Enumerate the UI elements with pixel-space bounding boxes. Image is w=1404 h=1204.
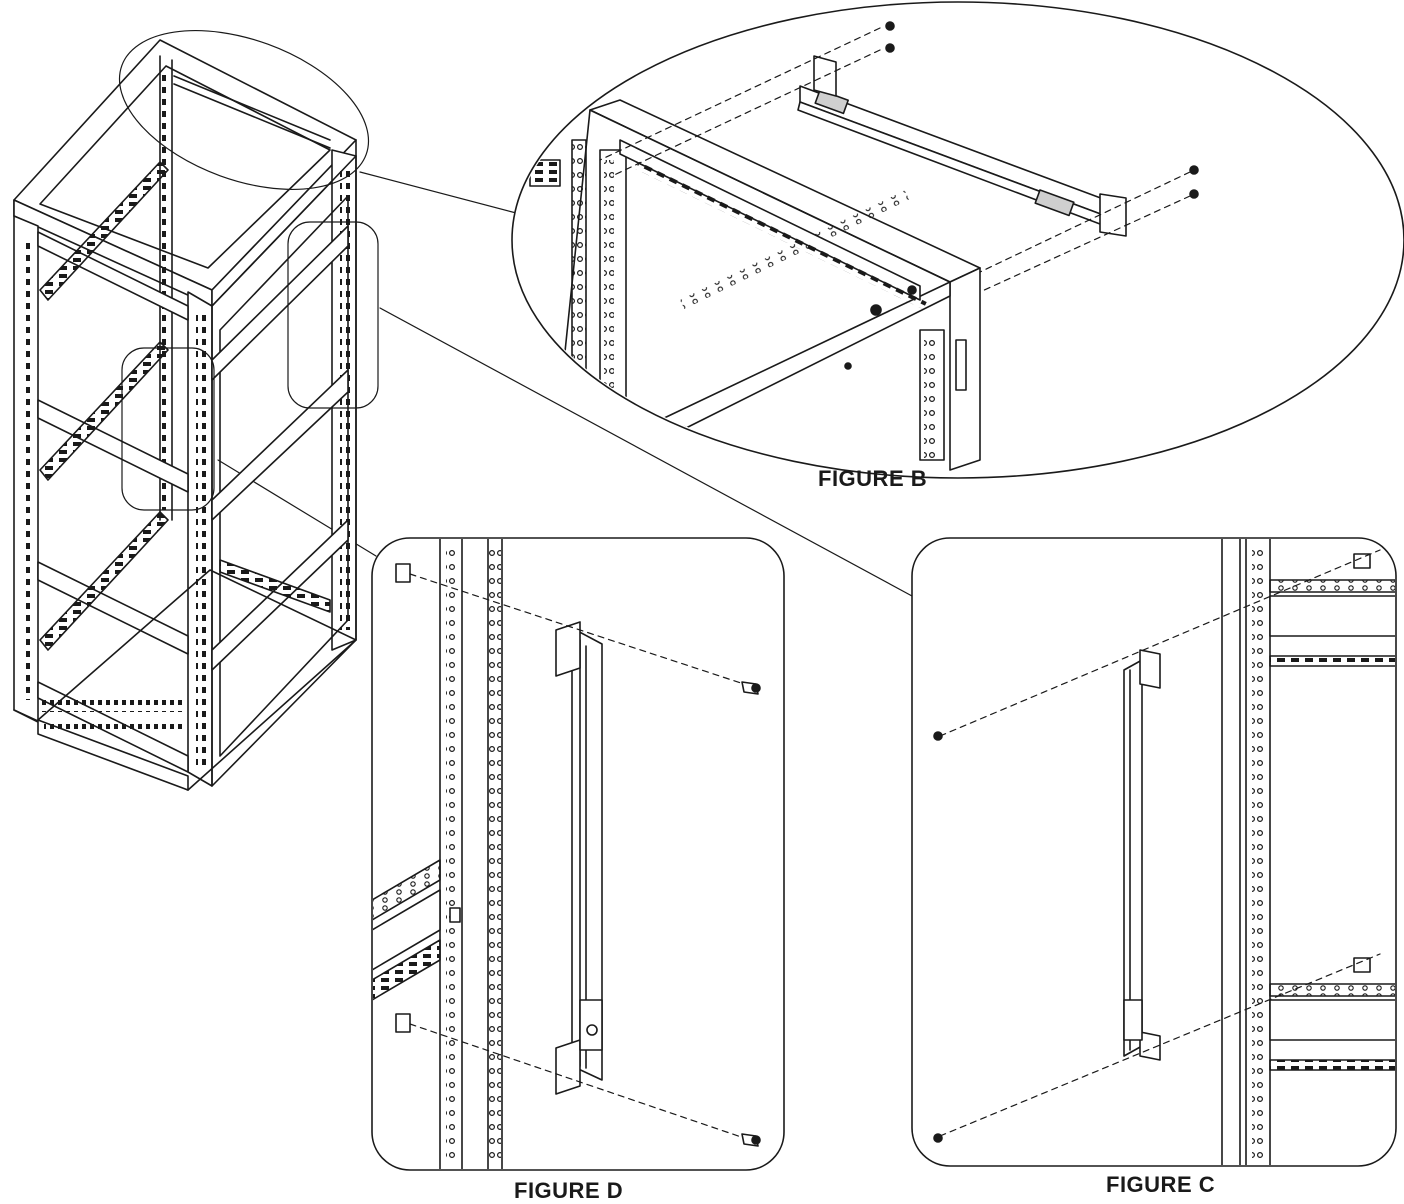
figure-c-detail	[911, 537, 1397, 1167]
figure-b-label: FIGURE B	[818, 466, 928, 491]
server-rack	[13, 30, 379, 791]
figure-c-label: FIGURE C	[1106, 1172, 1216, 1197]
figure-d-label: FIGURE D	[514, 1178, 624, 1203]
figure-b-detail	[511, 1, 1404, 479]
figure-d-detail	[371, 537, 785, 1171]
